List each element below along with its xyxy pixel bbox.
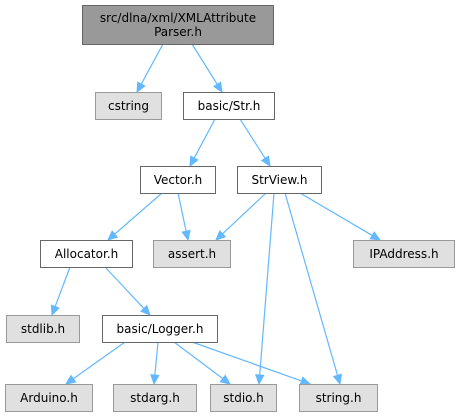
arrowhead-icon	[254, 374, 265, 386]
edge-line	[284, 192, 339, 376]
node-label: StrView.h	[251, 173, 307, 187]
edge-line	[222, 192, 267, 235]
node-label: src/dlna/xml/XMLAttribute	[100, 11, 256, 25]
node-label: assert.h	[168, 247, 216, 261]
edge-allocator-to-logger	[104, 266, 151, 316]
node-stdarg: stdarg.h	[113, 384, 197, 412]
node-box	[210, 384, 277, 412]
node-box	[183, 92, 275, 120]
node-label: stdlib.h	[21, 322, 65, 336]
edge-strview-to-string	[284, 192, 342, 386]
edge-line	[191, 43, 218, 85]
edge-allocator-to-stdlib	[50, 266, 71, 317]
edge-root-to-basic_str	[191, 43, 223, 94]
node-label: Parser.h	[154, 25, 202, 39]
edge-layer	[50, 43, 382, 386]
edge-logger-to-stdio	[173, 341, 231, 385]
arrowhead-icon	[260, 155, 271, 168]
node-logger[interactable]: basic/Logger.h	[102, 315, 218, 343]
arrowhead-icon	[64, 374, 77, 385]
node-cstring: cstring	[95, 92, 162, 120]
node-box	[299, 384, 378, 412]
node-box	[102, 315, 218, 343]
node-allocator[interactable]: Allocator.h	[40, 240, 133, 268]
edge-line	[193, 118, 216, 159]
node-label: Arduino.h	[20, 391, 78, 405]
arrowhead-icon	[299, 376, 312, 386]
node-label: stdio.h	[223, 391, 263, 405]
arrowhead-icon	[181, 229, 191, 242]
node-box	[40, 240, 133, 268]
edge-line	[140, 43, 164, 85]
node-stdio: stdio.h	[210, 384, 277, 412]
edge-line	[104, 266, 145, 309]
node-ipaddress: IPAddress.h	[353, 240, 455, 268]
edge-basic_str-to-strview	[239, 118, 271, 168]
edge-line	[191, 341, 302, 382]
node-stdlib: stdlib.h	[6, 315, 80, 343]
edge-logger-to-string	[191, 341, 312, 386]
arrowhead-icon	[212, 81, 223, 94]
node-label: stdarg.h	[130, 391, 180, 405]
node-vector[interactable]: Vector.h	[140, 166, 216, 194]
edge-logger-to-stdarg	[150, 341, 160, 386]
node-box	[95, 92, 162, 120]
edge-line	[54, 266, 71, 307]
node-label: IPAddress.h	[369, 247, 438, 261]
edge-line	[259, 192, 275, 376]
node-label: basic/Str.h	[198, 99, 261, 113]
node-label: basic/Logger.h	[117, 322, 204, 336]
arrowhead-icon	[215, 230, 227, 241]
edge-strview-to-ipaddress	[299, 192, 382, 241]
arrowhead-icon	[369, 231, 382, 241]
edge-line	[72, 341, 126, 380]
node-box	[82, 5, 274, 45]
edge-strview-to-assert	[215, 192, 267, 241]
edge-line	[239, 118, 266, 159]
node-box	[5, 384, 93, 412]
node-box	[353, 240, 455, 268]
edge-vector-to-assert	[177, 192, 191, 242]
edge-line	[177, 192, 187, 232]
edge-line	[154, 341, 159, 376]
node-strview[interactable]: StrView.h	[237, 166, 322, 194]
arrowhead-icon	[50, 304, 60, 317]
node-box	[153, 240, 231, 268]
node-box	[6, 315, 80, 343]
arrowhead-icon	[150, 374, 160, 386]
node-label: Vector.h	[154, 173, 203, 187]
node-basic-str[interactable]: basic/Str.h	[183, 92, 275, 120]
arrowhead-icon	[332, 373, 342, 386]
node-box	[237, 166, 322, 194]
edge-strview-to-stdio	[254, 192, 275, 386]
edge-line	[299, 192, 373, 236]
node-arduino: Arduino.h	[5, 384, 93, 412]
arrowhead-icon	[107, 230, 119, 241]
node-string: string.h	[299, 384, 378, 412]
node-label: string.h	[316, 391, 362, 405]
arrowhead-icon	[136, 81, 146, 94]
node-box	[113, 384, 197, 412]
edge-root-to-cstring	[136, 43, 164, 94]
arrowhead-icon	[219, 374, 231, 385]
node-label: cstring	[108, 99, 149, 113]
edge-line	[114, 192, 163, 235]
edge-basic_str-to-vector	[189, 118, 216, 168]
node-box	[140, 166, 216, 194]
edge-logger-to-arduino	[64, 341, 126, 385]
edge-line	[173, 341, 224, 380]
edge-vector-to-allocator	[107, 192, 163, 241]
arrowhead-icon	[140, 304, 151, 316]
node-label: Allocator.h	[55, 247, 118, 261]
node-assert: assert.h	[153, 240, 231, 268]
arrowhead-icon	[189, 155, 199, 168]
